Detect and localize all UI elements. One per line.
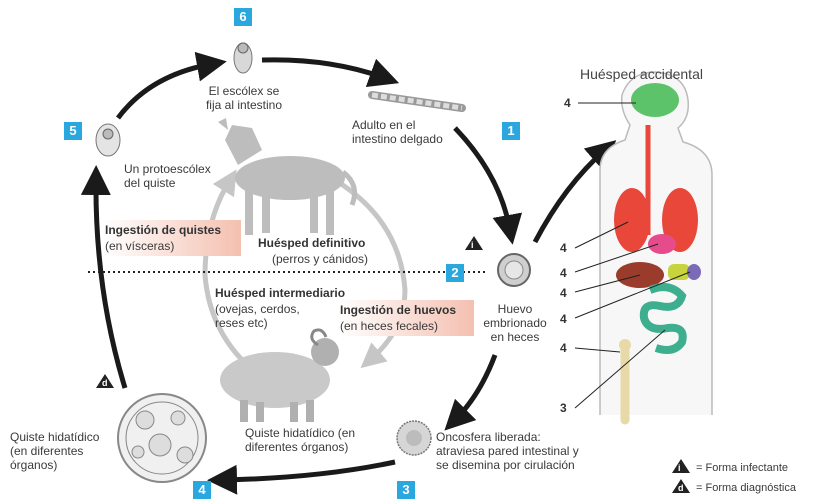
oncosphere-label-line3: se disemina por cirulación bbox=[436, 458, 606, 472]
heart bbox=[648, 234, 676, 254]
ingestion-cysts-title: Ingestión de quistes bbox=[105, 223, 221, 237]
arrow-3-to-4 bbox=[222, 462, 395, 480]
adult-label-line1: Adulto en el bbox=[352, 118, 462, 132]
legend-infective: = Forma infectante bbox=[696, 461, 788, 475]
protoscolex-label: Un protoescólex del quiste bbox=[124, 162, 234, 190]
egg-label-line3: en heces bbox=[480, 330, 550, 344]
egg-label-line1: Huevo bbox=[480, 302, 550, 316]
step-badge-4: 4 bbox=[193, 481, 211, 499]
legend-infective-triangle bbox=[672, 459, 690, 473]
definitive-host-title: Huésped definitivo bbox=[258, 236, 365, 250]
stomach bbox=[668, 264, 690, 280]
oncosphere-label: Oncosfera liberada: atraviesa pared inte… bbox=[436, 430, 606, 472]
hydatid-cyst-label-line2: (en diferentes bbox=[10, 444, 120, 458]
step-badge-2: 2 bbox=[446, 264, 464, 282]
infective-triangle-near-egg bbox=[465, 236, 483, 250]
gray-arrow-cysts bbox=[205, 180, 265, 380]
arrow-4-to-5 bbox=[96, 180, 125, 388]
step-badge-6: 6 bbox=[234, 8, 252, 26]
legend-diagnostic-mark: d bbox=[678, 483, 684, 493]
accidental-host-title: Huésped accidental bbox=[580, 66, 703, 82]
hydatid-cyst-label-line3: órganos) bbox=[10, 458, 120, 472]
arrow-6-to-1 bbox=[262, 60, 385, 78]
infective-triangle-mark: i bbox=[471, 240, 474, 250]
adult-worm-illustration bbox=[372, 95, 462, 108]
organ-number-lung: 4 bbox=[560, 241, 567, 255]
egg-illustration bbox=[498, 254, 530, 286]
organ-number-brain: 4 bbox=[564, 96, 571, 110]
ingestion-eggs-title: Ingestión de huevos bbox=[340, 303, 456, 317]
scolex-label-line2: fija al intestino bbox=[190, 98, 298, 112]
intermediate-host-title: Huésped intermediario bbox=[215, 286, 345, 300]
organ-number-bone: 4 bbox=[560, 341, 567, 355]
organ-number-liver: 4 bbox=[560, 286, 567, 300]
ingestion-cysts-subtitle: (en vísceras) bbox=[105, 239, 174, 253]
protoscolex-illustration bbox=[96, 124, 120, 156]
brain bbox=[631, 83, 679, 117]
hydatid-cyst-label-line1: Quiste hidatídico bbox=[10, 430, 120, 444]
egg-label-line2: embrionado bbox=[480, 316, 550, 330]
hydatid-cyst-label: Quiste hidatídico (en diferentes órganos… bbox=[10, 430, 120, 472]
diagnostic-triangle-mark: d bbox=[102, 378, 108, 388]
cyst-center-label: Quiste hidatídico (en diferentes órganos… bbox=[245, 426, 385, 454]
organ-number-intestine: 3 bbox=[560, 401, 567, 415]
ingestion-eggs-subtitle: (en heces fecales) bbox=[340, 319, 438, 333]
step-badge-5: 5 bbox=[64, 122, 82, 140]
hydatid-cyst-illustration bbox=[118, 394, 206, 482]
legend-diagnostic: = Forma diagnóstica bbox=[696, 481, 796, 495]
intermediate-host-subtitle-line1: (ovejas, cerdos, bbox=[215, 302, 300, 316]
oncosphere-label-line2: atraviesa pared intestinal y bbox=[436, 444, 606, 458]
intermediate-host-subtitle-line2: reses etc) bbox=[215, 316, 300, 330]
scolex-label-line1: El escólex se bbox=[190, 84, 298, 98]
adult-label-line2: intestino delgado bbox=[352, 132, 462, 146]
scolex-label: El escólex se fija al intestino bbox=[190, 84, 298, 112]
arrow-1-to-2 bbox=[455, 128, 510, 230]
step-badge-1: 1 bbox=[502, 122, 520, 140]
legend-infective-mark: i bbox=[678, 463, 681, 473]
dog-illustration bbox=[218, 118, 355, 235]
oncosphere-label-line1: Oncosfera liberada: bbox=[436, 430, 606, 444]
step-badge-3: 3 bbox=[397, 481, 415, 499]
cyst-center-label-line1: Quiste hidatídico (en bbox=[245, 426, 385, 440]
organ-number-kidney: 4 bbox=[560, 312, 567, 326]
arrow-2-to-3 bbox=[455, 355, 495, 420]
intermediate-host-subtitle: (ovejas, cerdos, reses etc) bbox=[215, 302, 300, 330]
protoscolex-label-line1: Un protoescólex bbox=[124, 162, 234, 176]
sheep-illustration bbox=[220, 330, 339, 422]
arrow-to-accidental-host bbox=[535, 150, 605, 242]
left-lung bbox=[614, 188, 650, 252]
definitive-host-subtitle: (perros y cánidos) bbox=[272, 252, 368, 266]
organ-number-heart: 4 bbox=[560, 266, 567, 280]
human-body-illustration bbox=[600, 72, 712, 420]
cyst-center-label-line2: diferentes órganos) bbox=[245, 440, 385, 454]
protoscolex-label-line2: del quiste bbox=[124, 176, 234, 190]
adult-label: Adulto en el intestino delgado bbox=[352, 118, 462, 146]
oncosphere-illustration bbox=[397, 421, 431, 455]
scolex-illustration bbox=[234, 43, 252, 73]
egg-label: Huevo embrionado en heces bbox=[480, 302, 550, 344]
